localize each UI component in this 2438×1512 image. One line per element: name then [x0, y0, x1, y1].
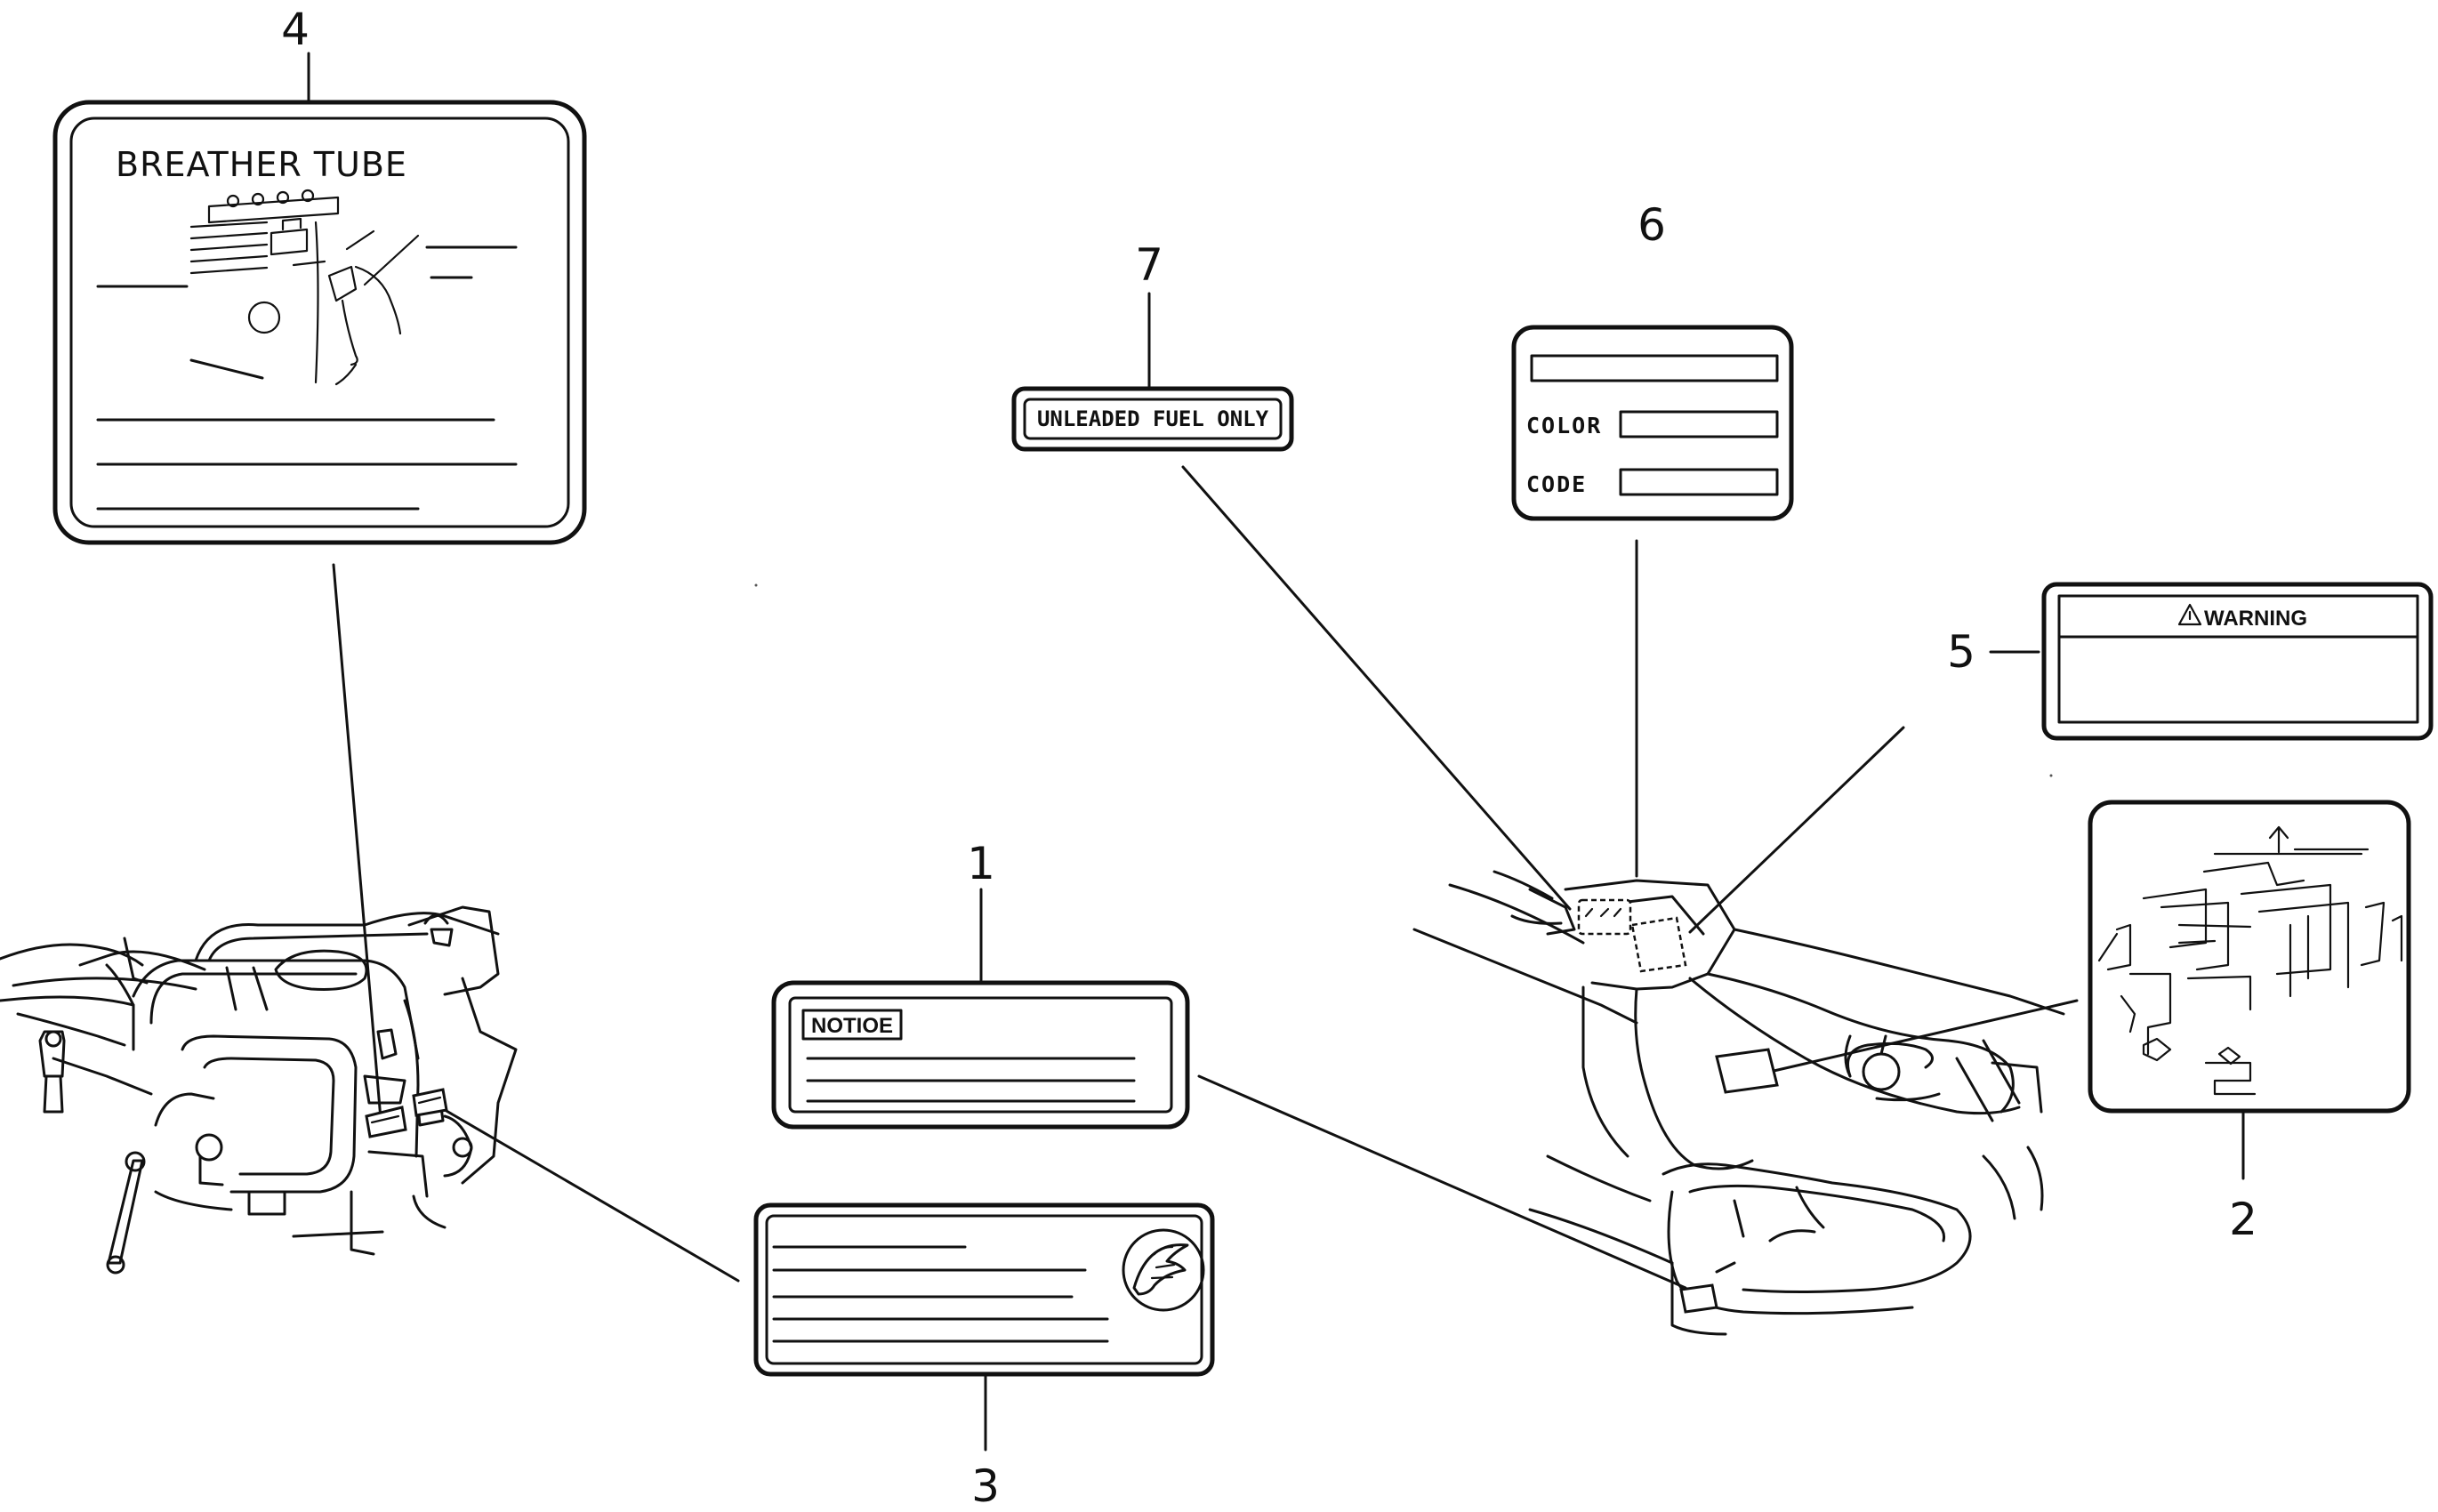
leader-1	[1197, 1074, 1687, 1290]
leader-4	[332, 563, 382, 1121]
breather-tube-illustration	[189, 189, 420, 386]
callout-4: 4	[281, 4, 310, 55]
callout-1: 1	[967, 838, 995, 889]
breather-tube-label: BREATHER TUBE	[52, 100, 587, 545]
motorcycle-tank-seat-drawing	[1412, 870, 2065, 1336]
color-code-label: COLOR CODE	[1511, 325, 1794, 521]
wing-logo-icon	[1122, 1228, 1205, 1312]
seat-label-area-1	[1679, 1283, 1718, 1314]
breather-tube-title: BREATHER TUBE	[116, 145, 407, 184]
unleaded-fuel-label: UNLEADED FUEL ONLY	[1011, 386, 1294, 452]
leader-5	[1688, 726, 1905, 934]
callout-2: 2	[2229, 1194, 2257, 1245]
warning-triangle-icon	[2177, 603, 2202, 626]
tank-label-area-5	[1630, 916, 1687, 973]
frame-left-label-1	[365, 1106, 407, 1138]
leader-2	[1768, 999, 2079, 1074]
warning-label: WARNING	[2041, 582, 2434, 741]
tank-label-area-6-7	[1577, 898, 1632, 936]
warning-title: WARNING	[2204, 607, 2307, 631]
leader-7	[1181, 465, 1572, 911]
code-label: CODE	[1526, 471, 1587, 497]
logo-label	[753, 1202, 1215, 1377]
callout-5: 5	[1947, 626, 1975, 678]
leader-3	[439, 1106, 740, 1283]
motorcycle-frame-left-drawing	[0, 905, 518, 1275]
hose-routing-label	[2088, 800, 2411, 1114]
tank-label-area-2	[1715, 1048, 1779, 1094]
callout-6: 6	[1637, 199, 1666, 251]
unleaded-fuel-text: UNLEADED FUEL ONLY	[1037, 406, 1269, 431]
callout-7: 7	[1135, 239, 1163, 291]
callout-3: 3	[971, 1460, 1000, 1512]
notice-label: NOTIOE	[771, 980, 1190, 1130]
frame-left-label-2	[412, 1088, 448, 1117]
notice-title: NOTIOE	[811, 1014, 893, 1038]
hose-routing-diagram	[2097, 825, 2403, 1096]
color-label: COLOR	[1526, 413, 1602, 438]
